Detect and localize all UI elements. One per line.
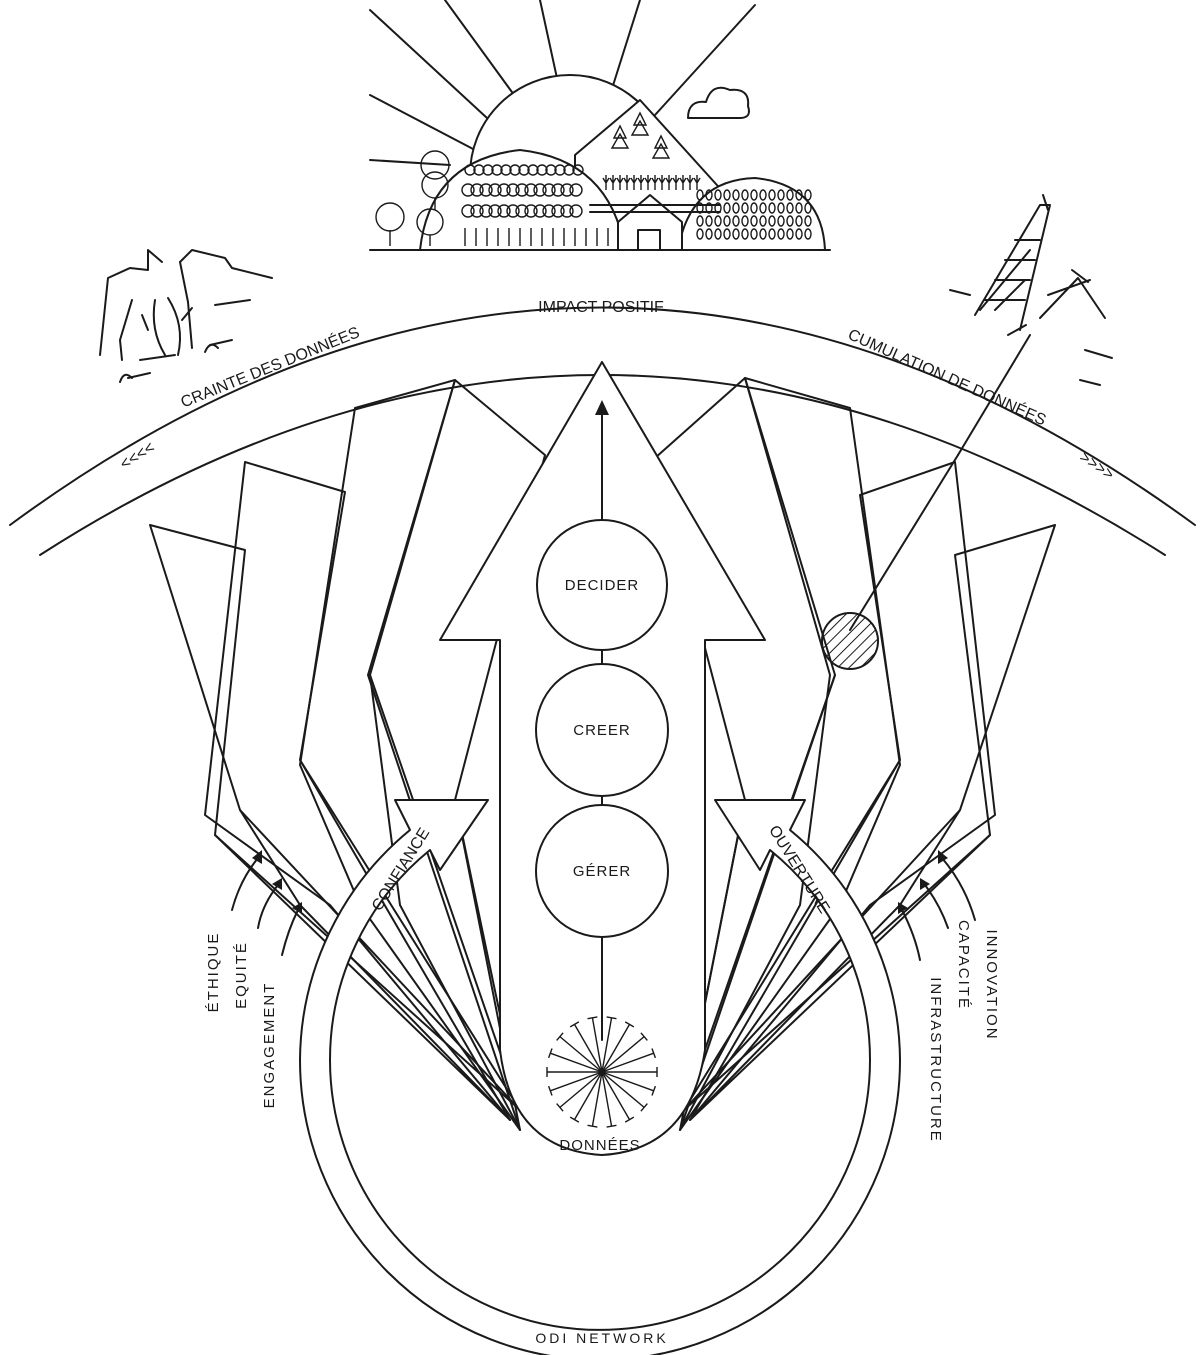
- desert-cactus-icon: [100, 250, 272, 382]
- stage-label-creer: CREER: [573, 722, 631, 739]
- stage-label-decider: DECIDER: [565, 577, 640, 594]
- factor-engagement: ENGAGEMENT: [261, 982, 278, 1109]
- arc-label-center: IMPACT POSITIF: [538, 299, 664, 316]
- stage-decider: DECIDER: [537, 520, 667, 650]
- arc-label-right: CUMULATION DE DONNÉES: [845, 325, 1049, 430]
- factor-equite: EQUITÉ: [233, 941, 250, 1009]
- arc-label-left: CRAINTE DES DONNÉES: [178, 322, 362, 411]
- factor-innovation: INNOVATION: [983, 929, 1000, 1040]
- arc-chevrons-left: <<<<: [117, 439, 158, 473]
- hub-label: DONNÉES: [559, 1137, 640, 1154]
- stage-label-gerer: GÉRER: [573, 863, 631, 880]
- stage-gerer: GÉRER: [536, 805, 668, 937]
- arc-chevrons-right: >>>>: [1076, 449, 1116, 484]
- oil-derrick-icon: [950, 195, 1112, 385]
- loop-label-odi-network: ODI NETWORK: [535, 1330, 668, 1346]
- factor-ethique: ÉTHIQUE: [205, 932, 222, 1013]
- factor-capacite: CAPACITÉ: [955, 920, 972, 1010]
- factor-infrastructure: INFRASTRUCTURE: [927, 977, 944, 1143]
- stage-creer: CREER: [536, 664, 668, 796]
